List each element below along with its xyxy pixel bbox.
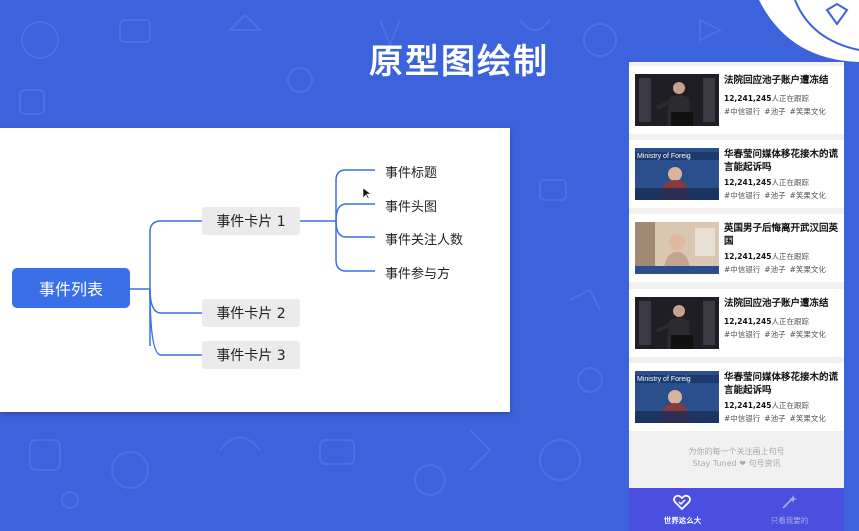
mindmap-card-node-2: 事件卡片 2 (202, 299, 300, 327)
slide-title: 原型图绘制 (369, 42, 549, 82)
tab-world-label: 世界这么大 (663, 516, 702, 525)
heart-icon (673, 494, 691, 510)
tab-world[interactable]: 世界这么大 (629, 488, 736, 531)
footer-brand: Stay Tuned ❤ 句号资讯 (692, 459, 781, 468)
mindmap-connectors (130, 169, 375, 356)
event-card-title: 华春莹问媒体移花接木的谎言能起诉吗 (724, 372, 839, 396)
event-tag[interactable]: #中信银行 (724, 107, 761, 116)
event-card[interactable]: 英国男子后悔离开武汉回英国 12,241,245人正在跟踪 #中信银行#池子#笑果文… (629, 214, 844, 282)
follower-count: 12,241,245 (724, 178, 772, 187)
event-tag[interactable]: #笑果文化 (789, 107, 826, 116)
follower-count: 12,241,245 (724, 94, 772, 103)
mindmap-leaf-image: 事件头图 (385, 200, 438, 215)
event-tag[interactable]: #笑果文化 (789, 414, 826, 423)
event-tag[interactable]: #池子 (764, 191, 786, 200)
event-thumbnail (635, 74, 719, 126)
event-tag[interactable]: #中信银行 (724, 265, 761, 274)
mindmap-panel: 事件列表 事件卡片 1 事件卡片 2 事件卡片 3 事件标题 事件头图 事件关注… (0, 128, 510, 412)
follower-count: 12,241,245 (724, 252, 772, 261)
mindmap-card-node-1: 事件卡片 1 (202, 207, 300, 235)
feed-footer: 为你的每一个关注画上句号 Stay Tuned ❤ 句号资讯 (629, 446, 844, 470)
event-thumbnail: Ministry of Foreig (635, 148, 719, 200)
event-tag[interactable]: #笑果文化 (789, 191, 826, 200)
follower-suffix: 人正在跟踪 (771, 401, 809, 410)
mindmap-leaf-participants: 事件参与方 (385, 267, 451, 282)
event-card-followers: 12,241,245人正在跟踪 (724, 316, 809, 327)
footer-slogan: 为你的每一个关注画上句号 (688, 447, 785, 456)
event-card[interactable]: 法院回应池子账户遭冻结 12,241,245人正在跟踪 #中信银行#池子#笑果文化 (629, 289, 844, 357)
event-tag[interactable]: #池子 (764, 265, 786, 274)
event-card-tags: #中信银行#池子#笑果文化 (724, 264, 830, 275)
event-thumbnail: Ministry of Foreig (635, 371, 719, 423)
event-card-tags: #中信银行#池子#笑果文化 (724, 190, 830, 201)
event-card[interactable]: Ministry of Foreig 华春莹问媒体移花接木的谎言能起诉吗 12,24… (629, 363, 844, 431)
brand-logo (759, 0, 859, 62)
event-tag[interactable]: #笑果文化 (789, 330, 826, 339)
mouse-cursor-icon (363, 188, 371, 200)
event-card-title: 法院回应池子账户遭冻结 (724, 75, 829, 86)
event-tag[interactable]: #池子 (764, 330, 786, 339)
tab-my-picks-label: 只看我要的 (770, 516, 809, 525)
follower-count: 12,241,245 (724, 401, 772, 410)
follower-suffix: 人正在跟踪 (771, 252, 809, 261)
event-tag[interactable]: #中信银行 (724, 414, 761, 423)
event-card-followers: 12,241,245人正在跟踪 (724, 251, 809, 262)
tab-my-picks[interactable]: 只看我要的 (736, 488, 843, 531)
follower-suffix: 人正在跟踪 (771, 178, 809, 187)
svg-text:Ministry of Foreig: Ministry of Foreig (637, 153, 691, 160)
event-tag[interactable]: #池子 (764, 414, 786, 423)
event-card-followers: 12,241,245人正在跟踪 (724, 93, 809, 104)
bottom-tab-bar: 世界这么大 只看我要的 (629, 488, 844, 531)
event-card-tags: #中信银行#池子#笑果文化 (724, 329, 830, 340)
mindmap-card-node-3: 事件卡片 3 (202, 341, 300, 369)
event-card-followers: 12,241,245人正在跟踪 (724, 400, 809, 411)
event-tag[interactable]: #池子 (764, 107, 786, 116)
event-card-title: 英国男子后悔离开武汉回英国 (724, 223, 839, 247)
event-card-followers: 12,241,245人正在跟踪 (724, 177, 809, 188)
sparkle-icon (782, 495, 797, 509)
mindmap-leaf-follower-count: 事件关注人数 (385, 233, 464, 248)
follower-suffix: 人正在跟踪 (771, 94, 809, 103)
event-card-title: 法院回应池子账户遭冻结 (724, 298, 829, 309)
event-card-tags: #中信银行#池子#笑果文化 (724, 413, 830, 424)
event-thumbnail (635, 297, 719, 349)
event-card[interactable]: Ministry of Foreig 华春莹问媒体移花接木的谎言能起诉吗 12,24… (629, 140, 844, 208)
event-card-tags: #中信银行#池子#笑果文化 (724, 106, 830, 117)
follower-suffix: 人正在跟踪 (771, 317, 809, 326)
event-card-title: 华春莹问媒体移花接木的谎言能起诉吗 (724, 149, 839, 173)
event-tag[interactable]: #笑果文化 (789, 265, 826, 274)
event-tag[interactable]: #中信银行 (724, 330, 761, 339)
event-card[interactable]: 法院回应池子账户遭冻结 12,241,245人正在跟踪 #中信银行#池子#笑果文化 (629, 66, 844, 134)
event-tag[interactable]: #中信银行 (724, 191, 761, 200)
follower-count: 12,241,245 (724, 317, 772, 326)
mindmap-leaf-title: 事件标题 (385, 166, 438, 181)
mindmap-root-node: 事件列表 (12, 268, 130, 308)
event-thumbnail (635, 222, 719, 274)
svg-text:Ministry of Foreig: Ministry of Foreig (637, 376, 691, 383)
